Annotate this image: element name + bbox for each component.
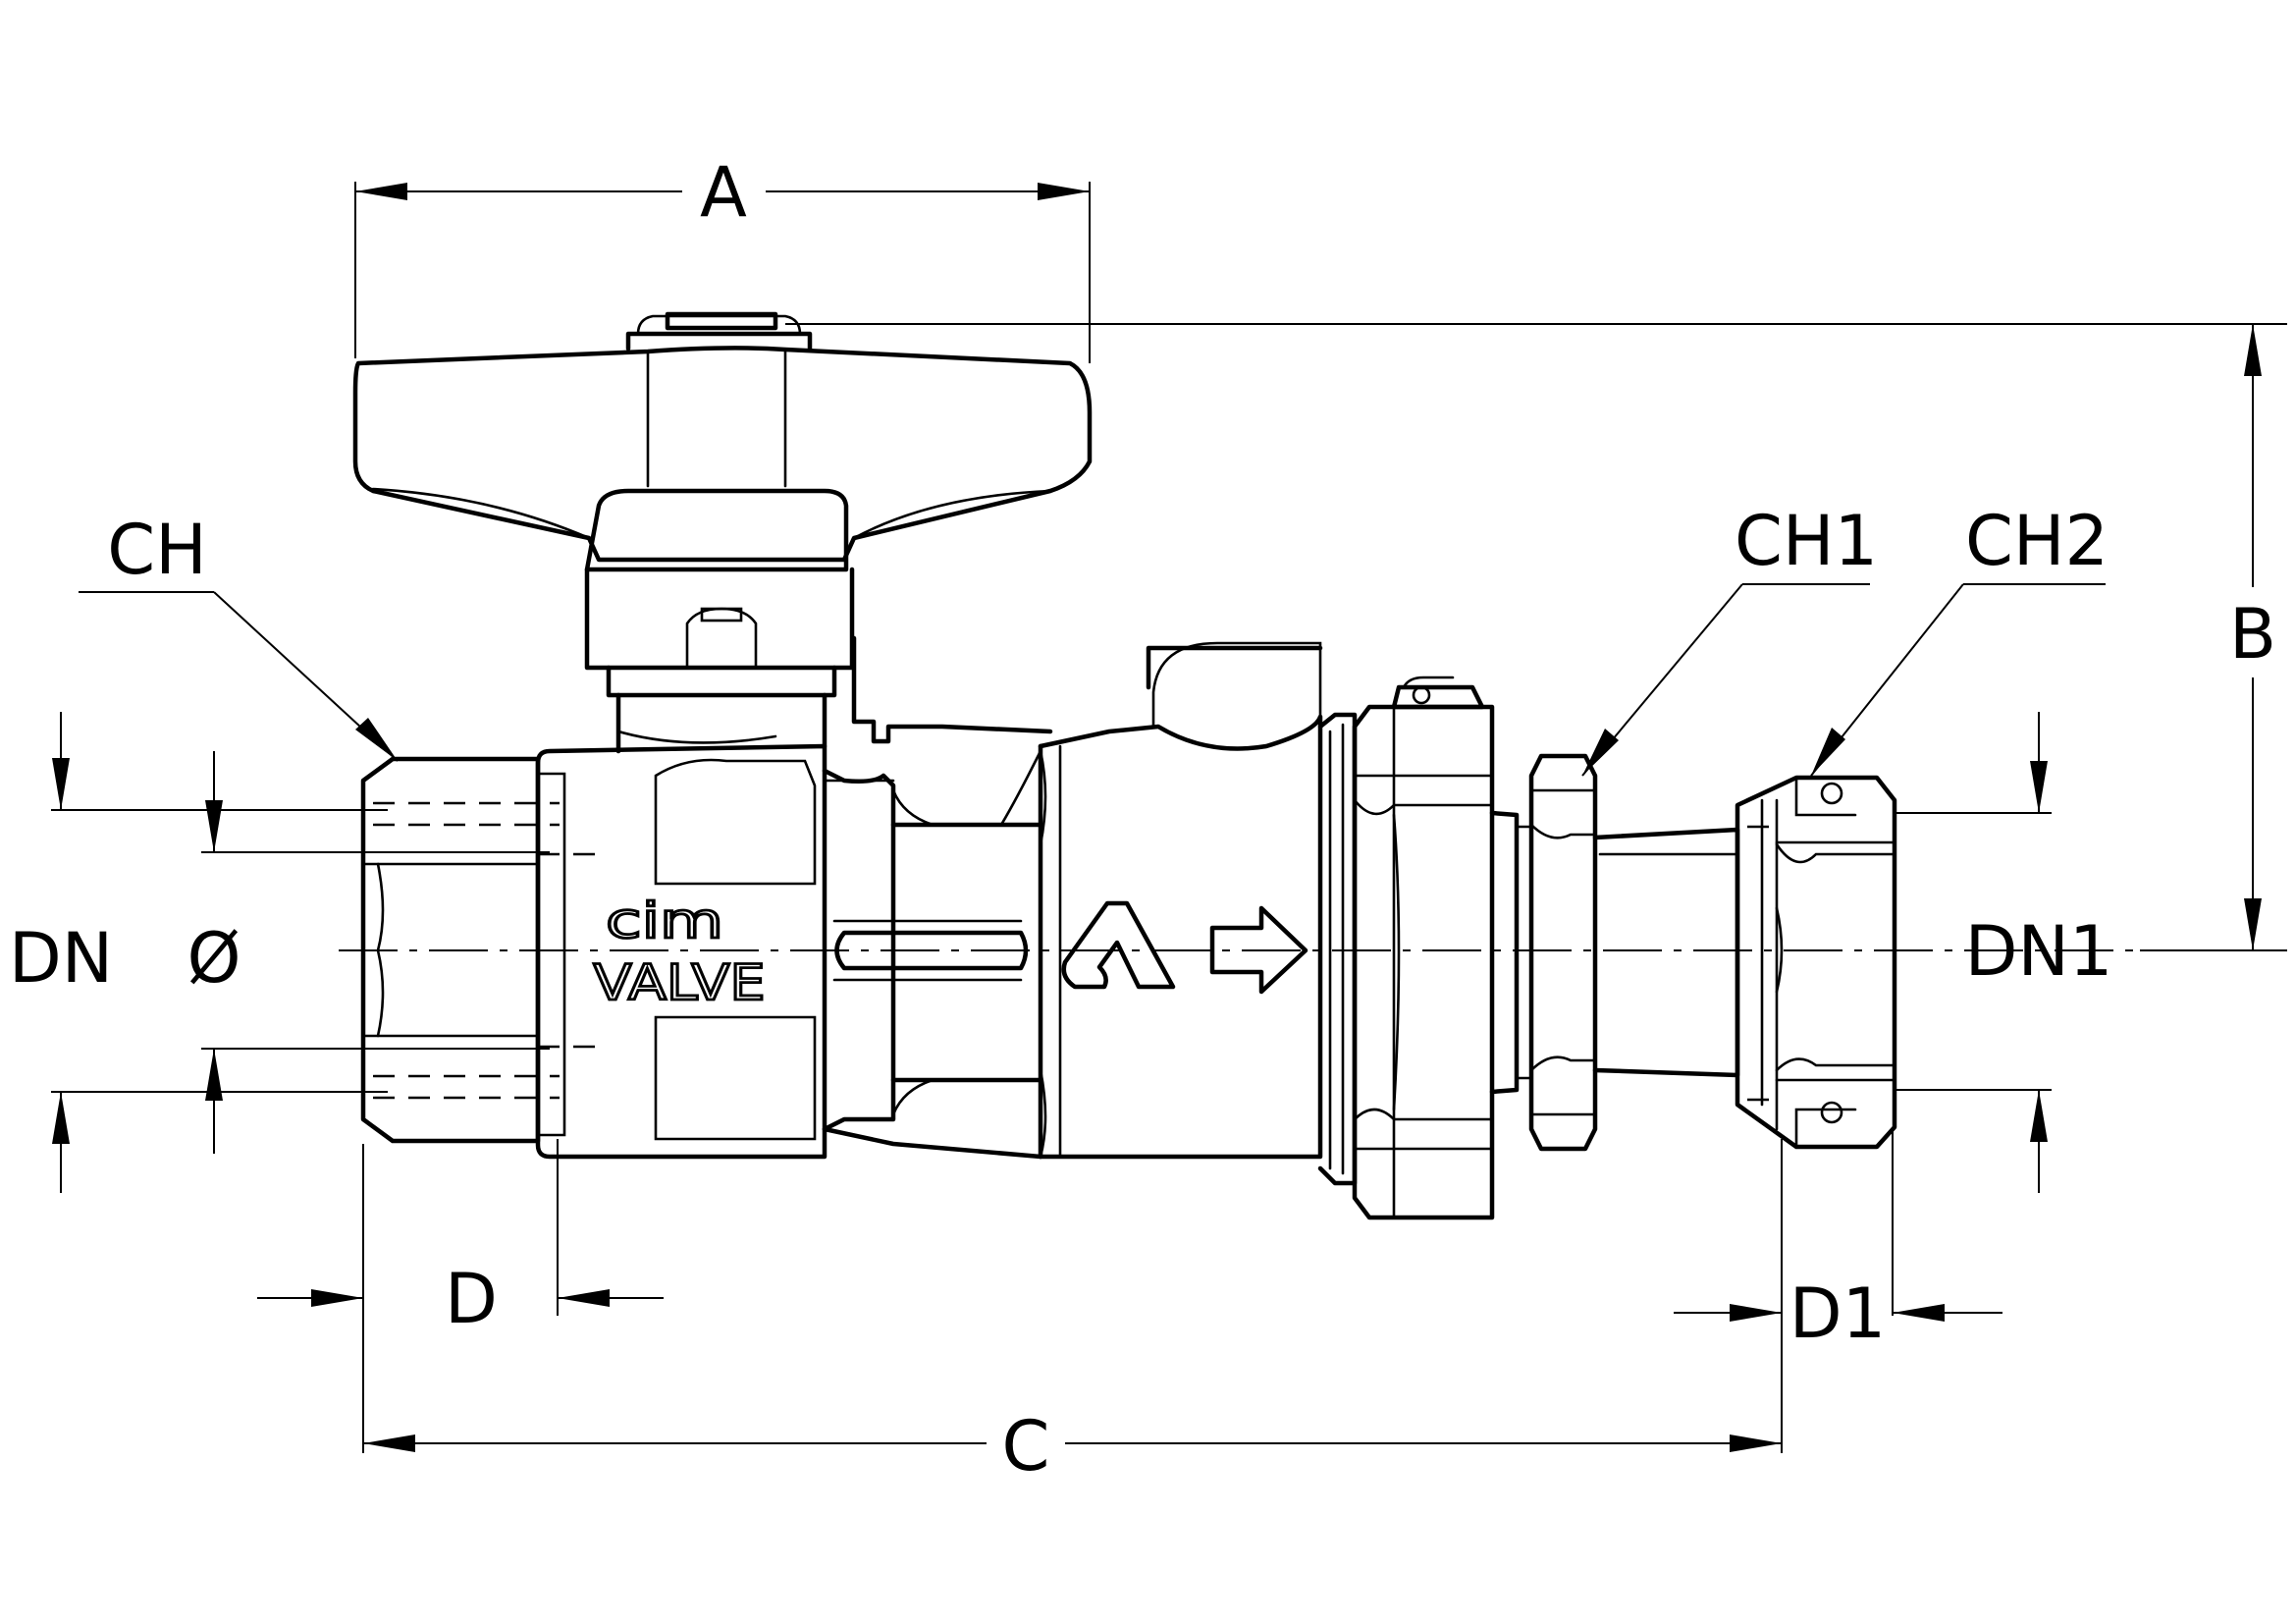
- dimension-a: A: [354, 152, 1091, 363]
- compression-nut: [1735, 775, 1897, 1150]
- dimension-c: C: [362, 1139, 1783, 1487]
- dimension-label-d1: D1: [1789, 1273, 1886, 1354]
- valve-body: [535, 692, 828, 1160]
- dimension-label-a: A: [700, 152, 747, 233]
- union-nut: [1352, 676, 1495, 1220]
- leader-ch: CH: [79, 510, 399, 762]
- dimension-d1: D1: [1674, 1129, 2002, 1354]
- dimension-label-diameter: Ø: [187, 918, 240, 999]
- dimension-dn1: DN1: [1895, 712, 2112, 1193]
- butterfly-handle: [352, 311, 1093, 698]
- leader-ch1: CH1: [1581, 501, 1878, 777]
- dimension-label-dn: DN: [9, 918, 113, 999]
- threaded-neck: [1317, 712, 1358, 1186]
- dimension-label-dn1: DN1: [1965, 911, 2113, 992]
- dimension-d: D: [257, 1139, 664, 1339]
- body-marking-line1: cim: [606, 893, 723, 949]
- dimension-diameter: Ø: [187, 751, 550, 1154]
- main-barrel: [1038, 641, 1323, 1160]
- dimension-label-d: D: [445, 1259, 498, 1339]
- dimension-label-ch1: CH1: [1735, 501, 1878, 581]
- body-marking-line2: VALVE: [594, 954, 766, 1011]
- dimension-label-ch: CH: [107, 510, 207, 590]
- dimension-label-ch2: CH2: [1965, 501, 2109, 581]
- tube-nipple: [1592, 827, 1740, 1078]
- flow-direction-arrow-icon: [1209, 905, 1308, 995]
- manufacturer-logo-icon: [1061, 900, 1176, 990]
- leader-ch2: CH2: [1810, 501, 2109, 777]
- dimension-b: B: [785, 323, 2287, 951]
- dimension-dn: DN: [9, 712, 388, 1193]
- body-extension: [822, 635, 1053, 1160]
- dimension-label-b: B: [2229, 594, 2276, 675]
- dimension-label-c: C: [1002, 1406, 1050, 1487]
- hex-bushing: [1489, 753, 1598, 1152]
